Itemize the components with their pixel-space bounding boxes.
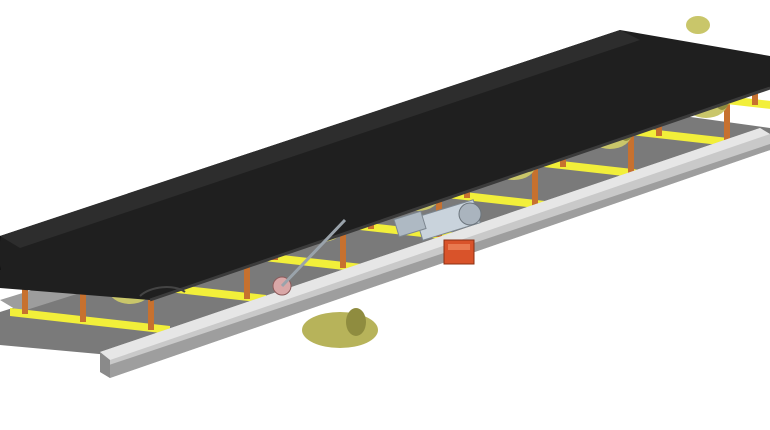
bracket <box>628 135 634 175</box>
bracket <box>532 166 538 206</box>
bracket <box>148 290 154 330</box>
return-idler <box>302 308 378 348</box>
conveyor-belt <box>0 30 770 302</box>
bracket <box>80 284 86 322</box>
bracket <box>340 228 346 268</box>
side-rail <box>100 128 770 378</box>
drive-hardware <box>272 199 482 296</box>
bracket <box>22 276 28 314</box>
roller <box>686 16 710 34</box>
bracket <box>244 259 250 299</box>
bracket <box>724 104 730 144</box>
orange-junction-box <box>443 239 475 265</box>
crossbar <box>10 308 170 334</box>
